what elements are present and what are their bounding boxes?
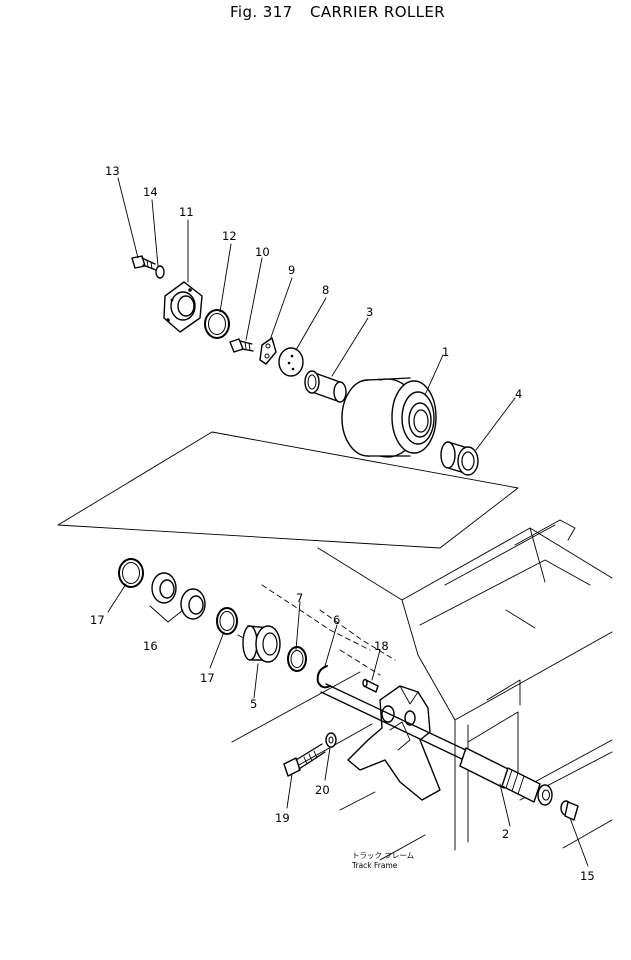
plug-15 xyxy=(560,800,579,821)
o-ring-17b xyxy=(216,607,238,635)
callout-8: 8 xyxy=(322,283,329,297)
track-frame xyxy=(231,519,613,861)
callout-13: 13 xyxy=(105,164,120,178)
callout-10: 10 xyxy=(255,245,270,259)
washer-14 xyxy=(155,265,165,279)
callout-5: 5 xyxy=(250,697,257,711)
o-ring-17a xyxy=(118,558,144,588)
figure-number: Fig. 317 xyxy=(230,3,293,21)
bolt-10 xyxy=(229,338,254,353)
callout-15: 15 xyxy=(580,869,595,883)
callout-2: 2 xyxy=(502,827,509,841)
track-frame-label-jp: トラック フレーム xyxy=(352,851,414,860)
track-frame-label-en: Track Frame xyxy=(351,861,398,870)
o-ring-7 xyxy=(287,646,307,672)
roller-1 xyxy=(341,377,437,458)
callout-12: 12 xyxy=(222,229,237,243)
floating-seal-16 xyxy=(149,572,206,623)
callout-3: 3 xyxy=(366,305,373,319)
bolt-13 xyxy=(131,255,157,271)
cover-11 xyxy=(163,281,203,333)
callout-6: 6 xyxy=(333,613,340,627)
bushing-4 xyxy=(440,441,479,476)
callout-16: 16 xyxy=(143,639,158,653)
callout-20: 20 xyxy=(315,783,330,797)
callout-4: 4 xyxy=(515,387,522,401)
callout-17-mid: 17 xyxy=(200,671,215,685)
assembly-boundary xyxy=(57,431,519,549)
callout-7: 7 xyxy=(296,591,303,605)
callout-1: 1 xyxy=(442,345,449,359)
pin-18 xyxy=(362,678,379,693)
callout-14: 14 xyxy=(143,185,158,199)
callout-9: 9 xyxy=(288,263,295,277)
leader-lines xyxy=(107,177,589,867)
lock-plate-9 xyxy=(259,337,277,365)
collar-5 xyxy=(242,625,281,663)
callout-11: 11 xyxy=(179,205,194,219)
callout-labels: 13 14 11 12 10 9 8 3 1 4 17 16 17 5 7 6 … xyxy=(90,164,595,883)
washer-20 xyxy=(325,732,337,748)
shaft-2 xyxy=(320,683,553,806)
bolt-19 xyxy=(283,743,326,777)
callout-18: 18 xyxy=(374,639,389,653)
bracket xyxy=(347,685,441,801)
figure-title: CARRIER ROLLER xyxy=(310,3,445,21)
shim-8 xyxy=(278,347,304,377)
callout-17-left: 17 xyxy=(90,613,105,627)
callout-19: 19 xyxy=(275,811,290,825)
bushing-3 xyxy=(304,370,347,403)
o-ring-12 xyxy=(204,309,230,339)
snap-ring-6 xyxy=(316,665,331,689)
